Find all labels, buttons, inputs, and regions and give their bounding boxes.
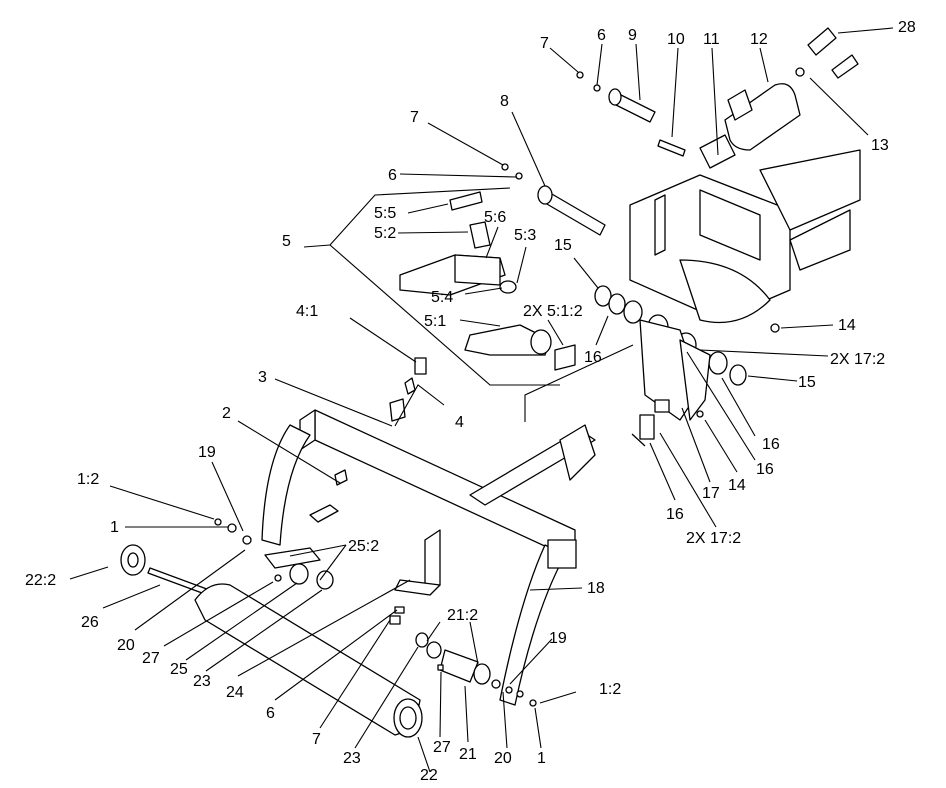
- callout-18: 18: [587, 580, 605, 597]
- callout-16-a: 16: [584, 349, 602, 366]
- callout-2x-17-2-lower: 2X 17:2: [686, 530, 741, 547]
- callout-22-2: 22:2: [25, 572, 56, 589]
- hydraulic-cylinder: [699, 27, 859, 169]
- callout-5: 5: [282, 233, 291, 250]
- callout-8: 8: [500, 93, 509, 110]
- callout-11: 11: [703, 31, 720, 48]
- callout-19-right: 19: [549, 630, 567, 647]
- upper-pivot-bracket: [629, 149, 861, 324]
- main-frame: [261, 409, 596, 706]
- callout-27-right: 27: [433, 739, 451, 756]
- callout-24: 24: [226, 684, 244, 701]
- callout-16-d: 16: [666, 506, 684, 523]
- callout-14-lower: 14: [728, 477, 746, 494]
- callout-28: 28: [898, 19, 916, 36]
- callout-5-6: 5:6: [484, 209, 506, 226]
- callout-20-right: 20: [494, 750, 512, 767]
- callout-14-upper: 14: [838, 317, 856, 334]
- pivot-assembly-5: [399, 191, 576, 371]
- callout-23-left: 23: [193, 673, 211, 690]
- callout-3: 3: [258, 369, 267, 386]
- leader-lines: [69, 27, 894, 773]
- pins-and-rods: [501, 71, 780, 333]
- callout-23-right: 23: [343, 750, 361, 767]
- callout-15-upper: 15: [554, 237, 572, 254]
- callout-15-lower: 15: [798, 374, 816, 391]
- right-roller-side: [415, 632, 537, 707]
- callout-2x-17-2-upper: 2X 17:2: [830, 351, 885, 368]
- callout-5-4: 5:4: [431, 289, 453, 306]
- callout-1-left: 1: [110, 519, 119, 536]
- callout-labels: 28 7 6 9 10 11 12 13 7 8 6 5:5 5:6 5:2 5…: [25, 19, 916, 784]
- callout-2x-5-1-2: 2X 5:1:2: [523, 303, 583, 320]
- callout-16-c: 16: [756, 461, 774, 478]
- callout-7-mid: 7: [410, 109, 419, 126]
- callout-12: 12: [750, 31, 768, 48]
- bushings-and-washers: [594, 285, 747, 447]
- callout-4: 4: [455, 414, 464, 431]
- callout-2: 2: [222, 405, 231, 422]
- callout-17: 17: [702, 485, 720, 502]
- callout-27-left: 27: [142, 650, 160, 667]
- callout-7-bottom: 7: [312, 731, 321, 748]
- callout-22: 22: [420, 767, 438, 784]
- callout-10: 10: [667, 31, 685, 48]
- callout-7-top: 7: [540, 35, 549, 52]
- callout-20-left: 20: [117, 637, 135, 654]
- callout-6-top: 6: [597, 27, 606, 44]
- callout-4-1: 4:1: [296, 303, 318, 320]
- callout-21: 21: [459, 746, 477, 763]
- callout-1-2-left: 1:2: [77, 471, 99, 488]
- callout-21-2: 21:2: [447, 607, 478, 624]
- callout-5-2: 5:2: [374, 225, 396, 242]
- callout-6-bottom: 6: [266, 705, 275, 722]
- callout-16-b: 16: [762, 436, 780, 453]
- callout-5-1: 5:1: [424, 313, 446, 330]
- callout-13: 13: [871, 137, 889, 154]
- roller-22: [194, 583, 423, 738]
- callout-1-2-right: 1:2: [599, 681, 621, 698]
- callout-9: 9: [628, 27, 637, 44]
- spring-and-link-4: [389, 357, 427, 422]
- callout-25: 25: [170, 661, 188, 678]
- callout-5-5: 5:5: [374, 205, 396, 222]
- callout-1-right: 1: [537, 750, 546, 767]
- callout-5-3: 5:3: [514, 227, 536, 244]
- callout-19-left: 19: [198, 444, 216, 461]
- callout-25-2: 25:2: [348, 538, 379, 555]
- callout-6-mid: 6: [388, 167, 397, 184]
- callout-26: 26: [81, 614, 99, 631]
- grip-handle-24: [389, 529, 441, 625]
